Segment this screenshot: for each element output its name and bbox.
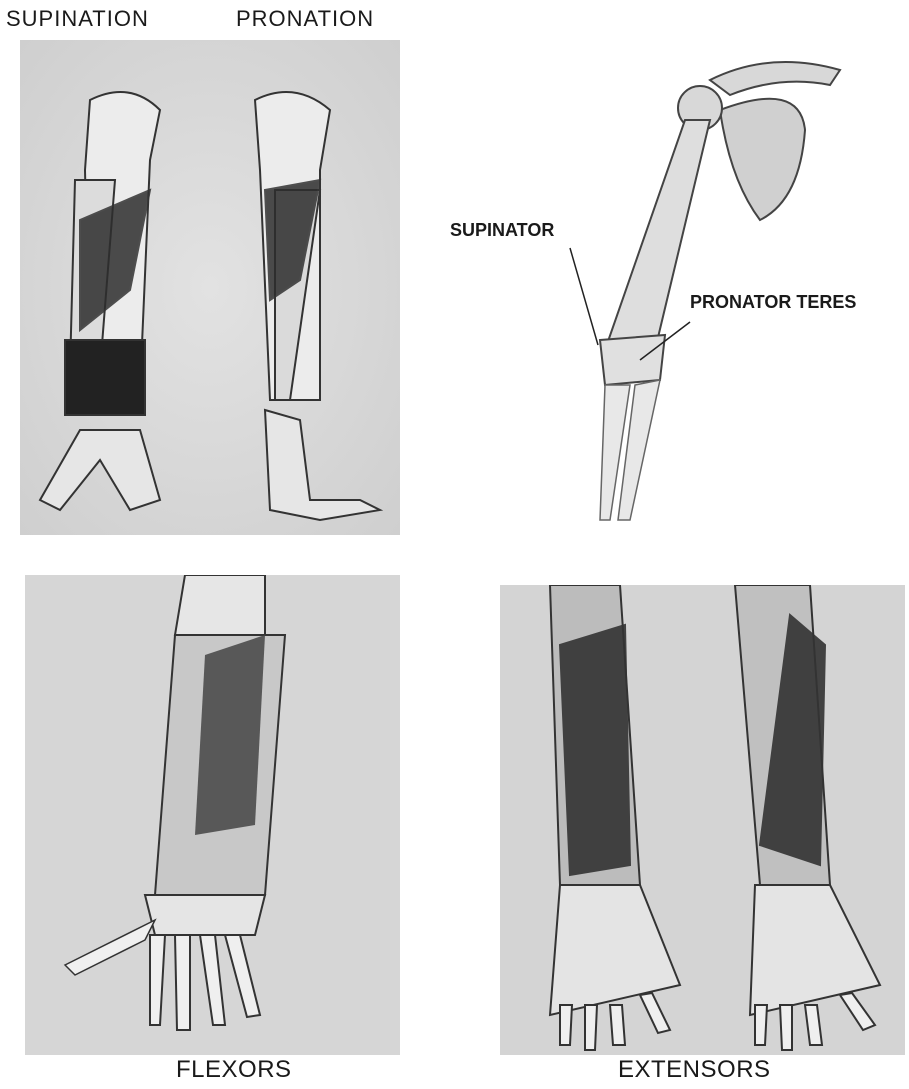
flexors-caption: FLEXORS	[176, 1056, 292, 1084]
extensors-caption: EXTENSORS	[618, 1056, 771, 1084]
extensors-illustration	[500, 585, 905, 1055]
flexors-illustration	[25, 575, 400, 1055]
supinator-label: SUPINATOR	[450, 220, 554, 241]
pronator-teres-label: PRONATOR TERES	[690, 292, 856, 313]
